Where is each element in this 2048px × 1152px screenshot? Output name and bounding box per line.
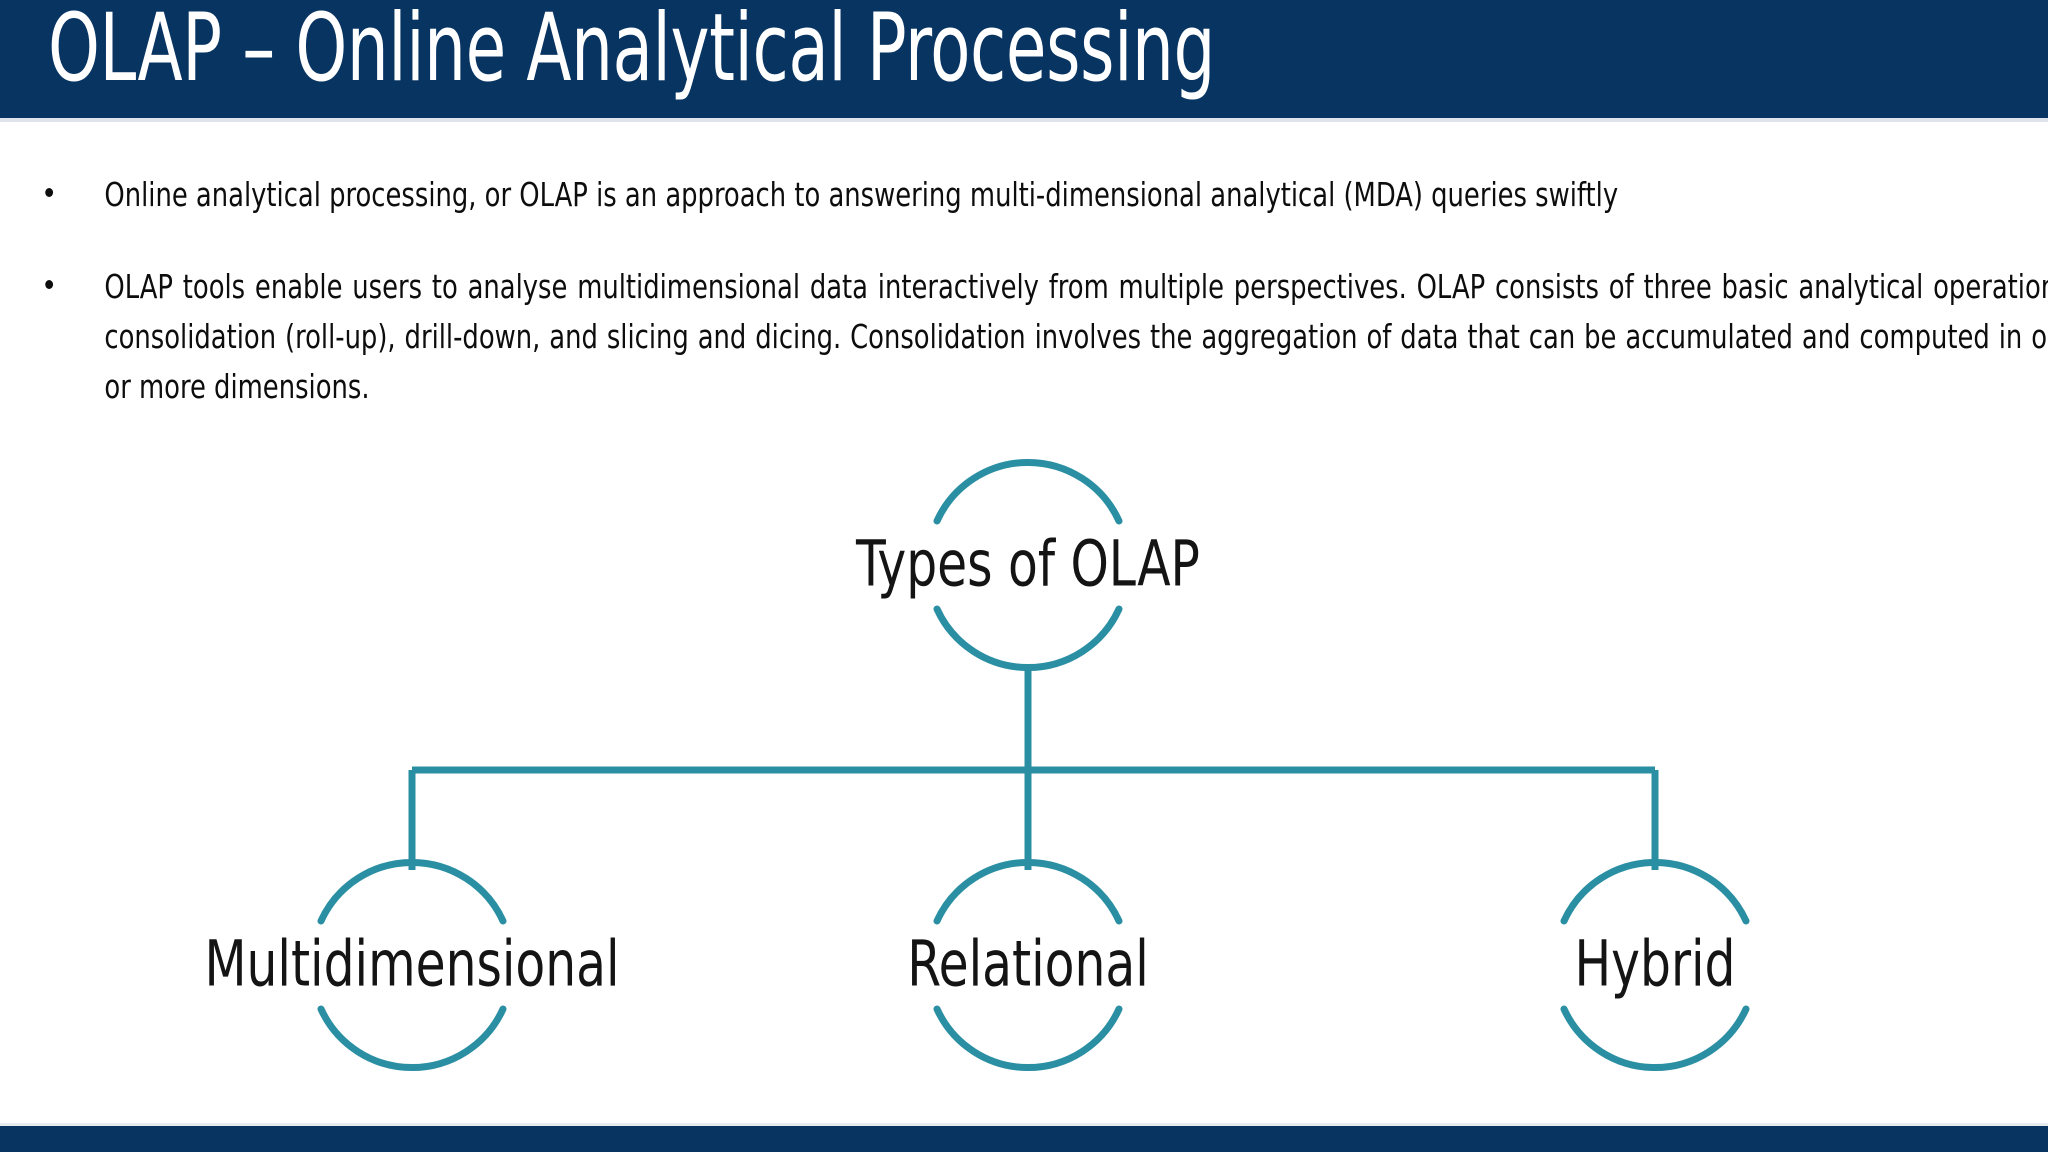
olap-types-diagram: Types of OLAP Multidimensional Relationa… <box>0 440 2048 1100</box>
bullet-text: OLAP tools enable users to analyse multi… <box>104 267 2048 406</box>
child-node-2-arc-bottom <box>933 1005 1123 1072</box>
bullet-dot-icon <box>45 280 54 289</box>
bullet-dot-icon <box>45 188 54 197</box>
slide-footer-bar <box>0 1126 2048 1152</box>
child-node-label-hybrid: Hybrid <box>1575 926 1736 1000</box>
footer-hairline <box>0 1123 2048 1126</box>
title-underline <box>0 118 2048 122</box>
bullet-list: Online analytical processing, or OLAP is… <box>0 170 2048 454</box>
root-node-label: Types of OLAP <box>855 526 1200 600</box>
child-node-label-multidimensional: Multidimensional <box>204 926 619 1000</box>
list-item: OLAP tools enable users to analyse multi… <box>0 262 2048 412</box>
child-node-label-relational: Relational <box>907 926 1149 1000</box>
child-node-1-arc-bottom <box>317 1005 507 1072</box>
child-node-1-arc-top <box>317 858 507 925</box>
page-title: OLAP – Online Analytical Processing <box>48 0 1215 103</box>
child-node-3-arc-bottom <box>1560 1005 1750 1072</box>
child-node-2-arc-top <box>933 858 1123 925</box>
root-node-arc-bottom <box>933 605 1123 672</box>
bullet-text: Online analytical processing, or OLAP is… <box>104 175 1619 214</box>
slide-title-bar: OLAP – Online Analytical Processing <box>0 0 2048 118</box>
child-node-3-arc-top <box>1560 858 1750 925</box>
root-node-arc-top <box>933 458 1123 525</box>
list-item: Online analytical processing, or OLAP is… <box>0 170 2048 220</box>
